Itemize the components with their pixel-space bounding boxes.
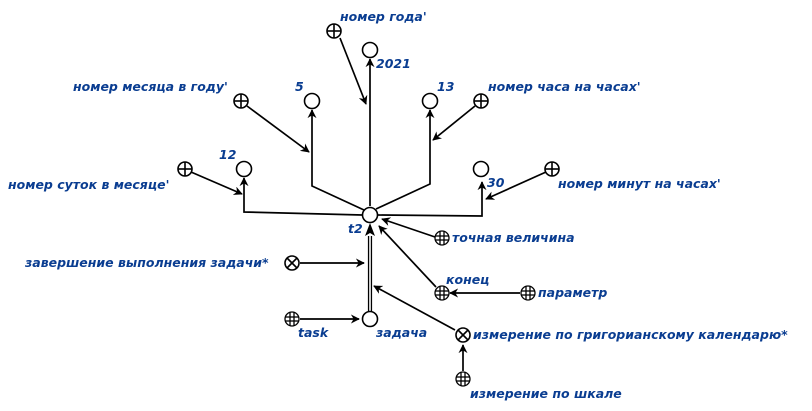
node-day-rel [177,161,193,177]
node-gregorian [455,327,471,343]
node-t2 [361,206,379,224]
edge-t2-minute [377,181,487,217]
node-2021 [361,41,379,59]
label-hour-rel: номер часа на часах' [488,79,641,94]
edge-hour-rel [432,105,476,141]
node-5 [303,92,321,110]
label-minute-val: 30 [487,175,505,190]
labels: номер года' 2021 номер месяца в году' 5 … [8,9,788,401]
node-exact [434,230,450,246]
node-13 [421,92,439,110]
edges [190,37,547,371]
node-30 [472,160,490,178]
edge-t2-day [239,177,363,216]
edge-minute-rel [485,171,547,200]
edge-exact [381,217,436,238]
node-parameter [520,285,536,301]
node-month-rel [233,93,249,109]
label-gregorian: измерение по григорианскому календарю* [473,327,788,342]
edge-t2-hour [375,109,435,210]
label-day-val: 12 [219,147,236,162]
node-scale [455,371,471,387]
label-task-ru: задача [375,325,427,340]
label-day-rel: номер суток в месяце' [8,177,169,192]
label-end: конец [446,272,489,287]
label-scale: измерение по шкале [470,386,622,401]
node-task-ru [361,310,379,328]
label-year-val: 2021 [376,56,411,71]
label-month-rel: номер месяца в году' [73,79,228,94]
label-task-en: task [298,325,329,340]
label-completion: завершение выполнения задачи* [24,255,269,270]
edge-task-t2-double [365,223,375,311]
edge-month-rel [246,105,310,153]
node-12 [235,160,253,178]
node-minute-rel [544,161,560,177]
edge-gregorian [373,285,456,331]
grid-nodes [284,230,536,387]
nodes [235,41,490,328]
label-minute-rel: номер минут на часах' [558,176,721,191]
cross-nodes [284,255,471,343]
label-year-rel: номер года' [340,9,427,24]
label-exact: точная величина [452,230,575,245]
node-hour-rel [473,93,489,109]
node-year-rel [326,23,342,39]
label-t2: t2 [348,221,363,236]
relation-nodes [177,23,560,177]
edge-t2-month [307,109,365,211]
edge-day-rel [190,171,243,195]
node-completion [284,255,300,271]
label-parameter: параметр [538,285,607,300]
label-hour-val: 13 [437,79,454,94]
edge-end [378,225,437,288]
edge-year-rel [339,37,368,105]
label-month-val: 5 [295,79,304,94]
node-task-en [284,311,300,327]
node-end [434,285,450,301]
